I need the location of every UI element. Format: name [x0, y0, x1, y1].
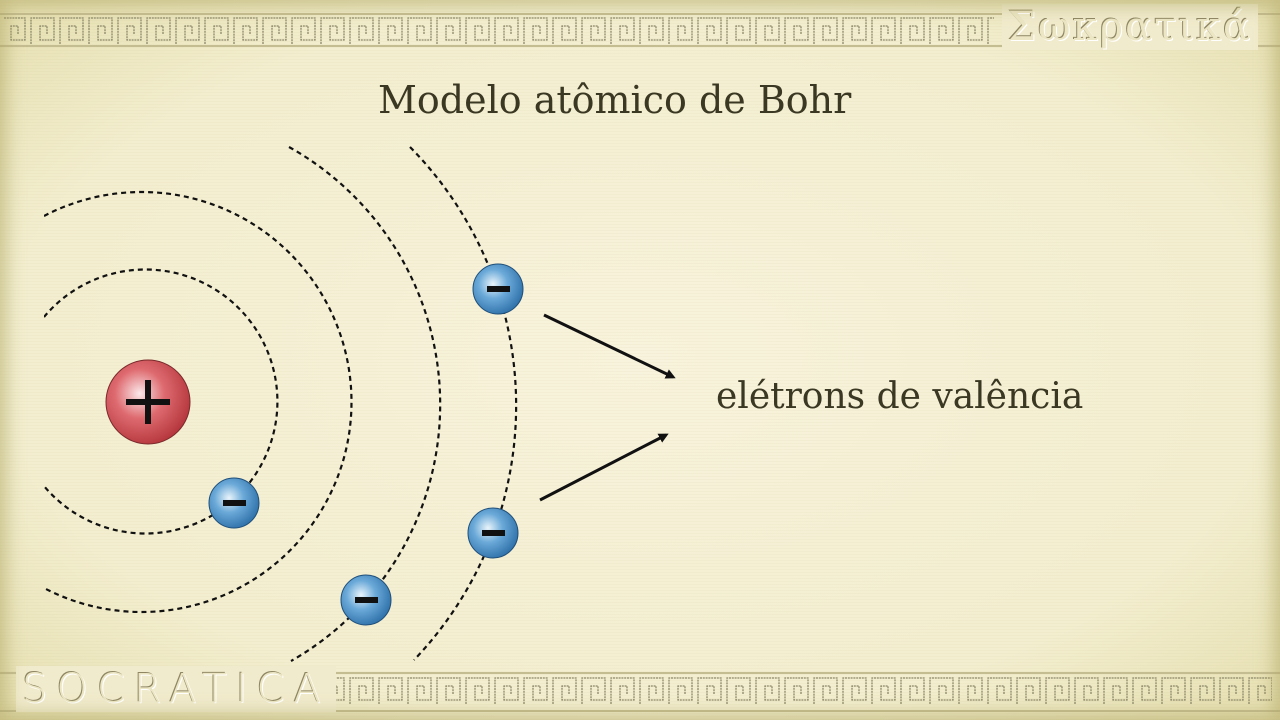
brand-greek-logo: Σωκρατικά [1001, 4, 1258, 50]
minus-icon [487, 286, 510, 292]
minus-icon [355, 597, 378, 603]
brand-latin-logo: SOCRATICA [16, 666, 336, 712]
meander-pattern-icon [0, 12, 1280, 48]
orbit-shell-3 [288, 146, 442, 662]
arrow-icon [539, 433, 669, 502]
minus-icon [482, 530, 505, 536]
greek-key-border-top [0, 12, 1280, 48]
orbit-shell-4 [409, 146, 518, 661]
electron-shell-3 [340, 574, 392, 626]
slide-title: Modelo atômico de Bohr [378, 78, 852, 122]
minus-icon [223, 500, 246, 506]
orbit-shell-1 [44, 268, 279, 535]
valence-electron-upper [472, 263, 524, 315]
orbit-shell-2 [44, 190, 353, 614]
electron-shell-1 [208, 477, 260, 529]
valence-electrons-label: elétrons de valência [716, 376, 1084, 417]
valence-electron-lower [467, 507, 519, 559]
arrow-icon [543, 313, 676, 379]
nucleus [105, 359, 191, 445]
